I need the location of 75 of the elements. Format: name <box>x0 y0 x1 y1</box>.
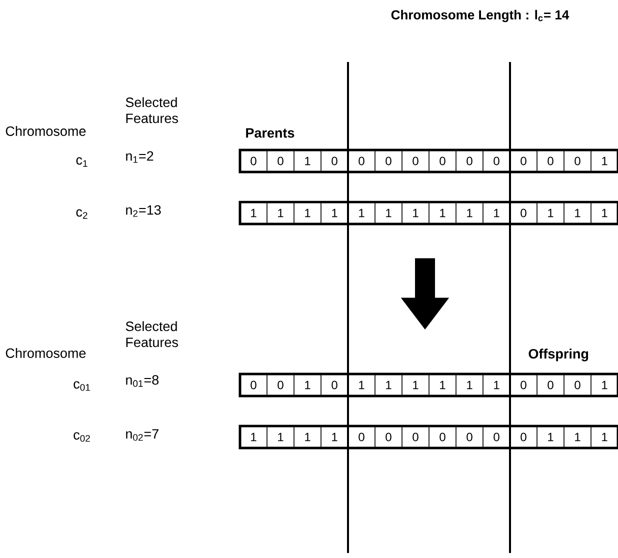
bit-cell: 1 <box>590 202 618 224</box>
chromosome-string <box>238 200 618 226</box>
bit-cell: 0 <box>266 150 294 172</box>
bit-cell: 0 <box>374 426 402 448</box>
chromosome-string <box>238 424 618 450</box>
bit-cell: 1 <box>266 426 294 448</box>
bit-cell: 1 <box>402 374 430 396</box>
row-label: c$_{2}$ <box>76 209 88 219</box>
bit-cell: 0 <box>510 374 538 396</box>
bit-cell: 1 <box>294 202 322 224</box>
bit-cell: 0 <box>320 374 348 396</box>
bit-cell: 0 <box>266 374 294 396</box>
bit-cell: 0 <box>428 426 456 448</box>
bit-cell: 1 <box>456 202 484 224</box>
bit-cell: 1 <box>374 374 402 396</box>
bit-cell: 0 <box>240 150 268 172</box>
row-label: c$_{01}$ <box>74 381 90 391</box>
bit-cell: 0 <box>456 150 484 172</box>
row-label: n$_{2}$=13 <box>126 205 161 217</box>
bit-cell: 1 <box>348 202 376 224</box>
column-heading: Selected Features <box>126 97 178 124</box>
bit-cell: 1 <box>482 374 510 396</box>
bit-cell: 1 <box>240 426 268 448</box>
bit-cell: 1 <box>590 426 618 448</box>
bit-cell: 0 <box>402 426 430 448</box>
bit-cell: 0 <box>536 150 564 172</box>
bit-cell: 1 <box>294 150 322 172</box>
bit-cell: 0 <box>402 150 430 172</box>
bit-cell: 1 <box>590 374 618 396</box>
bit-cell: 0 <box>564 374 592 396</box>
row-label: n$_{02}$=7 <box>126 429 158 441</box>
bit-cell: 1 <box>564 202 592 224</box>
bit-cell: 0 <box>348 426 376 448</box>
bit-cell: 0 <box>456 426 484 448</box>
bit-cell: 0 <box>510 150 538 172</box>
bit-cell: 0 <box>510 202 538 224</box>
group-heading: Parents <box>246 128 294 138</box>
bit-cell: 1 <box>348 374 376 396</box>
bit-cell: 1 <box>320 202 348 224</box>
bit-cell: 0 <box>240 374 268 396</box>
bit-cell: 0 <box>348 150 376 172</box>
bit-cell: 1 <box>374 202 402 224</box>
bit-cell: 1 <box>294 374 322 396</box>
column-heading: Chromosome <box>6 126 86 136</box>
bit-cell: 1 <box>266 202 294 224</box>
bit-cell: 1 <box>536 426 564 448</box>
bit-cell: 0 <box>510 426 538 448</box>
bit-cell: 0 <box>564 150 592 172</box>
title: Chromosome Length : l$_{c}$= 14 <box>391 10 570 22</box>
bit-cell: 1 <box>402 202 430 224</box>
bit-cell: 0 <box>482 426 510 448</box>
bit-cell: 1 <box>428 374 456 396</box>
bit-cell: 0 <box>320 150 348 172</box>
row-label: n$_{01}$=8 <box>126 375 159 387</box>
column-heading: Selected Features <box>126 321 178 348</box>
bit-cell: 1 <box>320 426 348 448</box>
column-heading: Chromosome <box>6 348 86 358</box>
bit-cell: 0 <box>482 150 510 172</box>
bit-cell: 1 <box>564 426 592 448</box>
bit-cell: 0 <box>428 150 456 172</box>
bit-cell: 1 <box>590 150 618 172</box>
row-label: n$_{1}$=2 <box>126 151 154 163</box>
bit-cell: 1 <box>428 202 456 224</box>
bit-cell: 1 <box>456 374 484 396</box>
row-label: c$_{1}$ <box>76 157 88 167</box>
bit-cell: 1 <box>482 202 510 224</box>
bit-cell: 1 <box>294 426 322 448</box>
group-heading: Offspring <box>528 348 588 362</box>
chromosome-string <box>238 148 618 174</box>
chromosome-string <box>238 372 618 398</box>
bit-cell: 0 <box>374 150 402 172</box>
row-label: c$_{02}$ <box>74 432 90 442</box>
bit-cell: 0 <box>536 374 564 396</box>
bit-cell: 1 <box>536 202 564 224</box>
bit-cell: 1 <box>240 202 268 224</box>
